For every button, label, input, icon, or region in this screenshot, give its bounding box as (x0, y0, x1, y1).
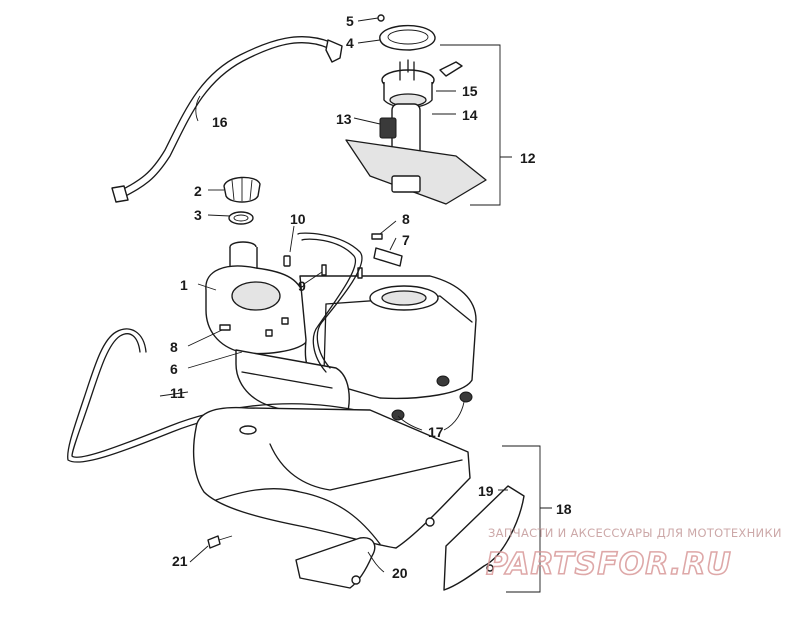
callout-6: 6 (170, 361, 178, 377)
callout-9: 9 (298, 278, 306, 294)
callout-16: 16 (212, 114, 228, 130)
filter-sock (345, 139, 487, 205)
screw-5 (377, 14, 385, 22)
callout-1: 1 (180, 277, 188, 293)
callout-14: 14 (462, 107, 478, 123)
callout-8-top: 8 (402, 211, 410, 227)
seal-3 (228, 211, 254, 225)
callout-8-bottom: 8 (170, 339, 178, 355)
clamp-10 (283, 255, 291, 267)
side-panel-19 (443, 485, 525, 591)
watermark-brand: PARTSFOR.RU (486, 547, 732, 582)
bolt-21 (207, 535, 221, 549)
callout-21: 21 (172, 553, 188, 569)
callout-5: 5 (346, 13, 354, 29)
callout-19: 19 (478, 483, 494, 499)
leader-lines (159, 17, 508, 573)
bracket-12 (440, 44, 512, 206)
callout-10: 10 (290, 211, 306, 227)
guard-20 (295, 537, 376, 589)
callout-4: 4 (346, 35, 354, 51)
skid-plate-18 (192, 406, 525, 591)
callout-12: 12 (520, 150, 536, 166)
pump-connector-13 (379, 117, 397, 139)
callout-20: 20 (392, 565, 408, 581)
callout-11: 11 (170, 385, 185, 401)
vent-hose-16 (111, 36, 343, 203)
callout-18: 18 (556, 501, 572, 517)
fuel-tank-1 (205, 233, 477, 425)
callout-labels: 5 4 15 14 13 12 16 2 3 10 8 7 1 9 8 6 11… (170, 13, 572, 581)
callout-3: 3 (194, 207, 202, 223)
fuel-cap-2 (223, 176, 261, 203)
watermark: ЗАПЧАСТИ И АКСЕССУАРЫ ДЛЯ МОТОТЕХНИКИ PA… (485, 526, 782, 583)
callout-17: 17 (428, 424, 444, 440)
callout-15: 15 (462, 83, 478, 99)
callout-7: 7 (402, 232, 410, 248)
watermark-tagline: ЗАПЧАСТИ И АКСЕССУАРЫ ДЛЯ МОТОТЕХНИКИ (488, 526, 782, 540)
fuel-hose-11 (67, 232, 381, 463)
fuel-pump-assembly-12 (345, 14, 487, 205)
callout-13: 13 (336, 111, 352, 127)
callout-2: 2 (194, 183, 202, 199)
